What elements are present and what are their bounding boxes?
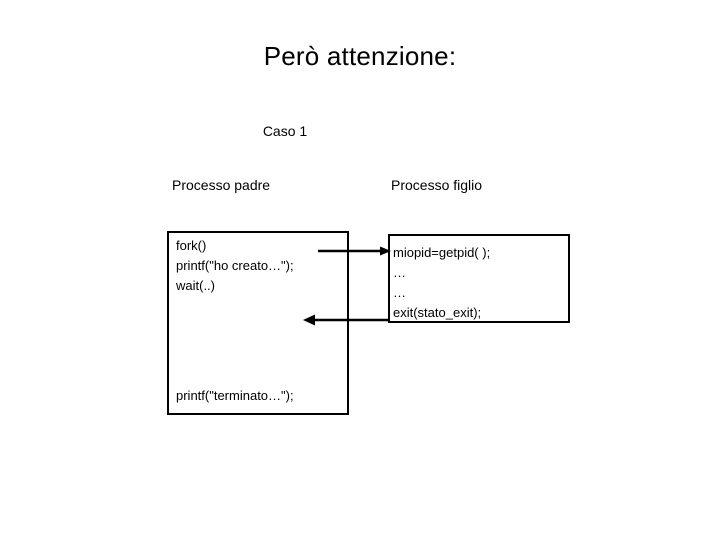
child-code-block: miopid=getpid( ); … … exit(stato_exit); bbox=[393, 245, 565, 325]
code-line: wait(..) bbox=[176, 278, 215, 293]
code-line: miopid=getpid( ); bbox=[393, 245, 491, 260]
code-line: printf("ho creato…"); bbox=[176, 258, 294, 273]
code-line: exit(stato_exit); bbox=[393, 305, 482, 320]
case-label: Caso 1 bbox=[262, 123, 308, 139]
page-title: Però attenzione: bbox=[263, 41, 457, 71]
code-line: … bbox=[393, 265, 406, 280]
column-header-parent: Processo padre bbox=[172, 177, 271, 193]
parent-process-box bbox=[167, 231, 349, 415]
column-header-child: Processo figlio bbox=[391, 177, 483, 193]
code-line: fork() bbox=[176, 238, 207, 253]
parent-code-block: fork() printf("ho creato…"); wait(..) bbox=[176, 238, 346, 298]
child-process-box bbox=[388, 234, 570, 323]
parent-tail-code-block: printf("terminato…"); bbox=[176, 388, 351, 404]
code-line: … bbox=[393, 285, 406, 300]
code-line: printf("terminato…"); bbox=[176, 388, 294, 403]
